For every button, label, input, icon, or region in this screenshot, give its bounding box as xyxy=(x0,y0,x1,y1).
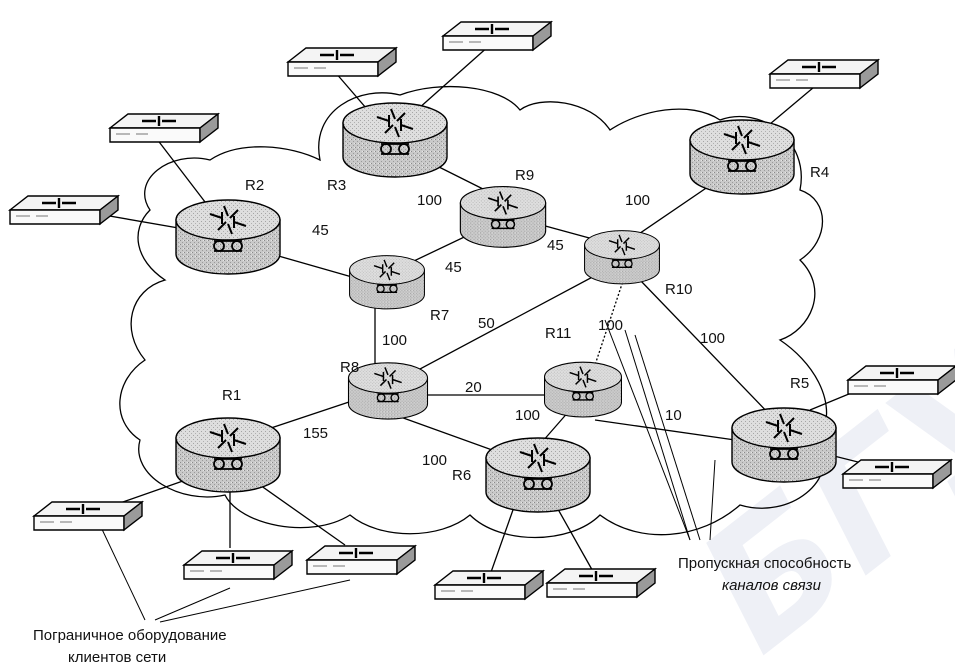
router-r11 xyxy=(545,362,622,417)
router-label-r2: R2 xyxy=(245,177,264,194)
switch-3 xyxy=(288,48,396,76)
router-r6 xyxy=(486,438,590,512)
router-r8 xyxy=(348,363,427,419)
link-label-r8-r11: 20 xyxy=(465,379,482,396)
router-label-r3: R3 xyxy=(327,177,346,194)
switch-10 xyxy=(307,546,415,574)
link-label-r11-r5: 10 xyxy=(665,407,682,424)
link-label-r8-r10: 50 xyxy=(478,315,495,332)
router-label-r1: R1 xyxy=(222,387,241,404)
link-label-r2-r7: 45 xyxy=(312,222,329,239)
router-label-r10: R10 xyxy=(665,281,693,298)
link-label-r3-r9: 100 xyxy=(417,192,442,209)
router-r10 xyxy=(585,231,660,284)
bandwidth-caption-line2: каналов связи xyxy=(722,577,822,594)
link-label-r10-r4: 100 xyxy=(625,192,650,209)
switch-8 xyxy=(34,502,142,530)
link-r10-r5 xyxy=(640,280,775,420)
link-label-r7-r8: 100 xyxy=(382,332,407,349)
router-r7 xyxy=(350,256,425,309)
router-label-r5: R5 xyxy=(790,375,809,392)
router-r4 xyxy=(690,120,794,194)
link-label-r10-r5: 100 xyxy=(700,330,725,347)
link-label-r8-r6: 100 xyxy=(422,452,447,469)
edge-caption-line1: Пограничное оборудование xyxy=(33,627,227,644)
router-r3 xyxy=(343,103,447,177)
router-label-r8: R8 xyxy=(340,359,359,376)
switch-5 xyxy=(770,60,878,88)
link-label-r1-r8: 155 xyxy=(303,425,328,442)
switch-7 xyxy=(843,460,951,488)
link-label-r10-r11: 100 xyxy=(598,317,623,334)
router-label-r6: R6 xyxy=(452,467,471,484)
switch-12 xyxy=(547,569,655,597)
router-label-r11: R11 xyxy=(545,325,571,342)
link-label-r9-r7: 45 xyxy=(445,259,462,276)
link-label-r9-r10: 45 xyxy=(547,237,564,254)
switch-4 xyxy=(443,22,551,50)
router-label-r7: R7 xyxy=(430,307,449,324)
bandwidth-caption-line1: Пропускная способность xyxy=(678,555,851,572)
router-r9 xyxy=(460,187,545,248)
switch-2 xyxy=(110,114,218,142)
router-label-r9: R9 xyxy=(515,167,534,184)
switch-6 xyxy=(848,366,955,394)
switch-9 xyxy=(184,551,292,579)
edge-caption-line2: клиентов сети xyxy=(68,649,166,666)
router-r1 xyxy=(176,418,280,492)
router-label-r4: R4 xyxy=(810,164,829,181)
switch-1 xyxy=(10,196,118,224)
router-r2 xyxy=(176,200,280,274)
link-label-r11-r6: 100 xyxy=(515,407,540,424)
router-r5 xyxy=(732,408,836,482)
switch-11 xyxy=(435,571,543,599)
